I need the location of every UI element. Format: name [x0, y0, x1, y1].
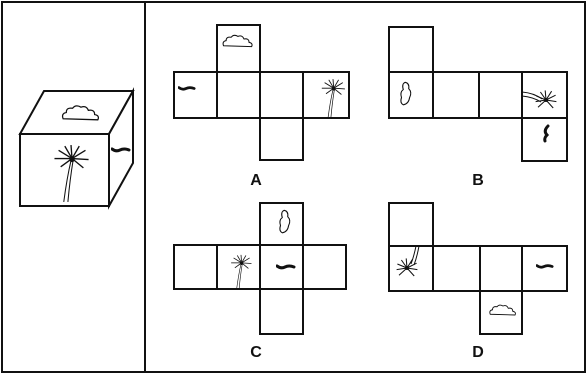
net-c — [173, 202, 347, 335]
option-d-label: D — [472, 344, 484, 361]
bird-icon — [178, 86, 196, 91]
palm-tree-icon — [396, 245, 420, 277]
net-a — [173, 24, 350, 161]
option-a-label: A — [250, 172, 262, 189]
palm-tree-icon — [521, 89, 557, 109]
option-c-label: C — [250, 344, 262, 361]
net-b — [388, 26, 568, 162]
bird-icon — [111, 147, 131, 153]
bird-icon — [276, 264, 296, 270]
bird-icon — [536, 264, 554, 269]
option-b-label: B — [472, 172, 484, 189]
bird-icon — [543, 124, 550, 143]
net-d — [388, 202, 568, 335]
